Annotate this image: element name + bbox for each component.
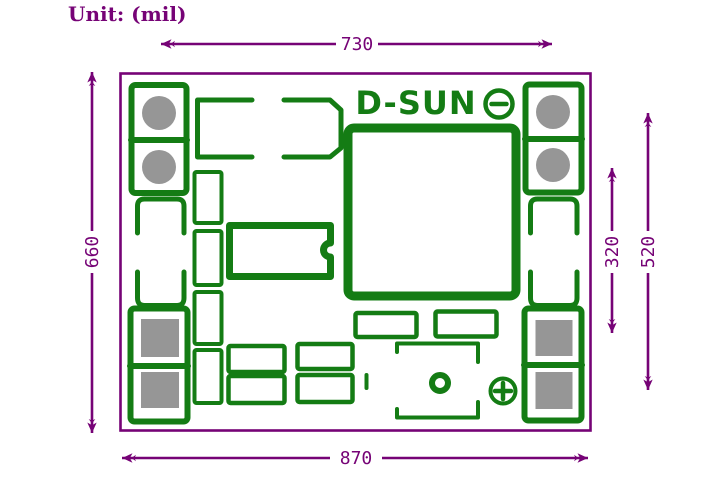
- component-outline: [226, 343, 287, 375]
- capacitor-outline-top: [195, 97, 344, 160]
- resistor-outline: [192, 348, 224, 405]
- minus-circle: [483, 88, 515, 120]
- through-hole-pad: [536, 148, 570, 182]
- dimension-value: 870: [340, 448, 373, 469]
- dimension-left-660: 660: [82, 72, 103, 433]
- capacitor-outline-left: [135, 196, 187, 308]
- component-outline: [226, 373, 287, 406]
- component-outline: [433, 309, 499, 339]
- plus-terminal-icon: [488, 376, 518, 406]
- capacitor-outline-segment: [135, 269, 187, 308]
- dimension-right-520: 520: [638, 113, 659, 390]
- inductor-outline: [343, 123, 521, 301]
- component-outline: [295, 372, 355, 405]
- resistor-column: [192, 170, 224, 405]
- pad-block-top-right: [522, 81, 585, 196]
- capacitor-outline-left-half: [195, 97, 255, 160]
- board-outline: [119, 72, 592, 432]
- silkscreen-layer: D-SUN: [127, 81, 585, 425]
- dimension-value: 730: [341, 34, 374, 55]
- dimension-right-320: 320: [602, 168, 623, 333]
- through-hole-pad: [142, 96, 176, 130]
- potentiometer-edge: [395, 400, 480, 420]
- plus-circle: [488, 376, 518, 406]
- capacitor-outline-right-half: [281, 97, 344, 160]
- smd-pad: [141, 319, 179, 357]
- component-pair-right: [295, 341, 355, 405]
- component-outline: [295, 341, 355, 372]
- capacitor-outline-segment: [528, 269, 580, 308]
- capacitor-outline-segment: [528, 196, 580, 236]
- potentiometer-edge: [395, 341, 480, 364]
- dimension-value: 520: [638, 236, 659, 269]
- potentiometer-outline: [364, 341, 480, 420]
- component-outline: [353, 310, 419, 340]
- unit-label: Unit: (mil): [68, 2, 186, 26]
- smd-pad: [535, 372, 573, 409]
- through-hole-pad: [536, 95, 570, 129]
- capacitor-outline-segment: [135, 196, 187, 236]
- component-pair-left: [226, 343, 287, 406]
- pad-block-top-left: [128, 82, 190, 196]
- through-hole-pad: [142, 150, 176, 184]
- resistor-outline: [192, 229, 224, 287]
- dimension-top-730: 730: [161, 34, 552, 55]
- smd-pad: [141, 372, 179, 408]
- pad-block-bottom-right: [521, 305, 585, 424]
- minus-terminal-icon: [483, 88, 515, 120]
- dimension-value: 660: [82, 236, 103, 269]
- smd-pad: [535, 320, 573, 356]
- brand-label: D-SUN: [355, 84, 476, 122]
- dimension-bottom-870: 870: [122, 448, 588, 469]
- resistor-outline: [192, 170, 224, 225]
- capacitor-outline-right: [528, 196, 580, 308]
- pad-block-bottom-left: [127, 305, 191, 425]
- trimmer-hole: [429, 372, 451, 394]
- resistor-outline: [192, 290, 224, 346]
- dimension-value: 320: [602, 236, 623, 269]
- ic-outline: [226, 222, 334, 280]
